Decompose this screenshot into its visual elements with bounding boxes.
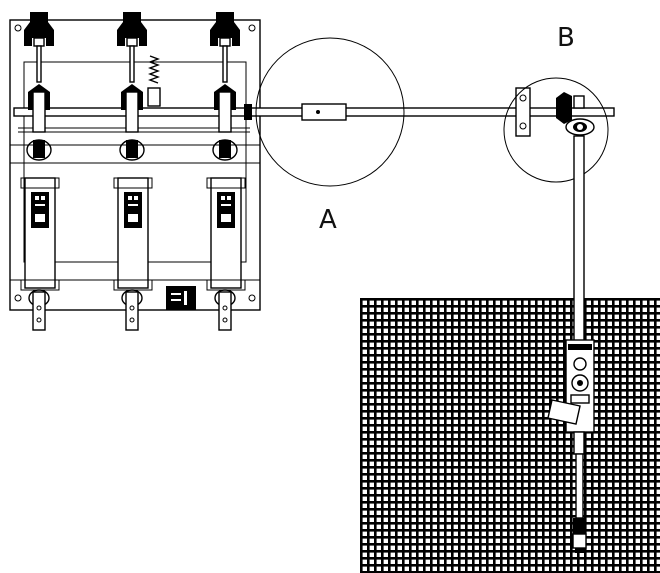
angle-gearbox (515, 87, 595, 137)
shaft-coupling (301, 103, 347, 121)
detail-label-b: B (557, 23, 575, 53)
detail-circle-a (255, 37, 405, 187)
detail-label-a: A (319, 205, 337, 235)
bottom-fitting (572, 518, 587, 553)
mesh-panel (360, 298, 660, 573)
operating-mechanism (547, 339, 595, 455)
detail-circle-b (503, 77, 609, 183)
pole-1 (20, 12, 60, 331)
pole-3 (206, 12, 246, 331)
operating-rod (573, 135, 585, 347)
pole-2 (113, 12, 161, 331)
operating-handle[interactable] (547, 399, 581, 425)
auxiliary-contact-block (166, 286, 196, 310)
